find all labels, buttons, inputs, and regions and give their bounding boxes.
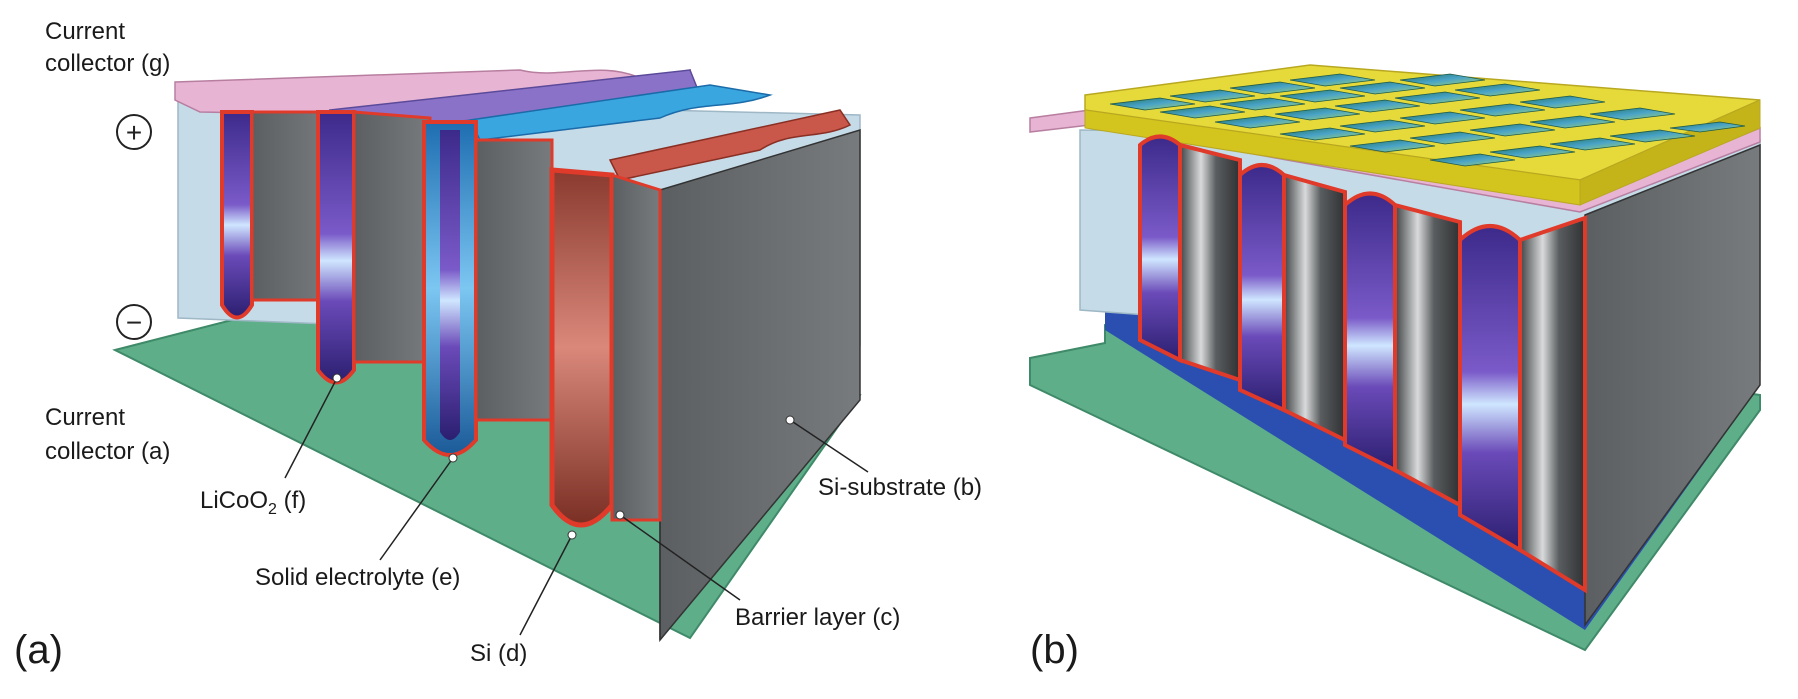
panel-b-drawing <box>1029 64 1761 652</box>
solid-electrolyte-label: Solid electrolyte (e) <box>255 564 461 591</box>
current-collector-g-line2: collector (g) <box>45 50 171 77</box>
panel-b-label: (b) <box>1030 628 1079 672</box>
panel-a-label: (a) <box>14 628 63 672</box>
licoo2-label: LiCoO2 (f) <box>200 487 306 524</box>
current-collector-a-line2: collector (a) <box>45 438 171 465</box>
panel-a-drawing <box>112 69 869 643</box>
si-label: Si (d) <box>470 640 528 667</box>
licoo2-prefix: LiCoO <box>200 487 269 514</box>
si-substrate-label: Si-substrate (b) <box>818 474 983 501</box>
plus-terminal-icon: + <box>116 114 152 150</box>
current-collector-g-line1: Current <box>45 18 126 45</box>
barrier-layer-label: Barrier layer (c) <box>735 604 901 631</box>
current-collector-a-line1: Current <box>45 404 126 431</box>
si-substrate-face <box>659 128 861 643</box>
licoo2-suffix: (f) <box>276 487 307 514</box>
licoo2-subscript: 2 <box>268 500 277 518</box>
leader-lines <box>284 377 869 636</box>
minus-terminal-icon: − <box>116 304 152 340</box>
